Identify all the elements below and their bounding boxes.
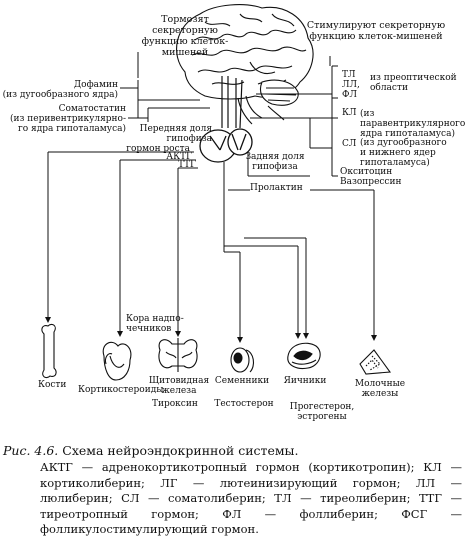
prolactin-label: Пролактин [250, 183, 310, 193]
bone-illustration [41, 323, 57, 379]
adrenal-cortex-label: Кора надпо- чечников [126, 314, 184, 334]
brain-illustration [176, 4, 314, 125]
figure-title: Схема нейроэндокринной системы. [62, 443, 299, 458]
tl-ll-fl-label: ТЛ ЛЛ, ФЛ [342, 70, 360, 100]
bones-label: Кости [38, 380, 67, 390]
progesterone-label: Прогестерон, эстрогены [289, 402, 355, 422]
figure-number: Рис. 4.6. [3, 443, 59, 458]
pituitary-gland [199, 128, 253, 163]
kl-label: КЛ [342, 108, 357, 118]
inhibit-header: Тормозят секреторную функцию клеток- миш… [141, 14, 229, 58]
anterior-pituitary-label: Передняя доля гипофиза [139, 124, 212, 144]
sl-source-label: (из дугообразного и нижнего ядер гипотал… [360, 138, 447, 168]
pituitary-stalk [221, 76, 243, 129]
dopamine-label: Дофамин (из дугообразного ядра) [2, 80, 118, 100]
oxytocin-vasopressin-label: Окситоцин Вазопрессин [340, 167, 402, 187]
thyroid-label: Щитовидная железа [148, 376, 210, 396]
corticosteroids-label: Кортикостероиды [78, 385, 164, 395]
testes-label: Семенники [214, 376, 270, 386]
ttg-label: ТТГ [178, 160, 196, 170]
kl-source-label: (из паравентрикулярного ядра гипоталамус… [360, 109, 465, 139]
adrenal-illustration [102, 341, 132, 381]
actg-label: АКТГ [166, 152, 192, 162]
posterior-pituitary-label: Задняя доля гипофиза [245, 152, 305, 172]
preoptic-label: из преоптической области [370, 73, 457, 93]
stimulate-header: Стимулируют секреторную функцию клеток-м… [306, 20, 446, 42]
mammary-illustration [359, 349, 392, 375]
abbreviation-legend: АКТГ — адренокортикотропный гормон (корт… [40, 460, 462, 536]
thyroid-illustration [158, 338, 198, 372]
testis-illustration [230, 347, 255, 373]
mammary-label: Молочные железы [354, 379, 406, 399]
testosterone-label: Тестостерон [214, 399, 274, 409]
figure-caption: Рис. 4.6. Схема нейроэндокринной системы… [3, 443, 463, 459]
sl-label: СЛ [342, 139, 357, 149]
ovary-illustration [287, 342, 321, 370]
somatostatin-label: Соматостатин (из перивентрикулярно- го я… [9, 104, 126, 134]
growth-hormone-label: гормон роста [126, 144, 190, 154]
ovaries-label: Яичники [283, 376, 327, 386]
thyroxine-label: Тироксин [152, 399, 198, 409]
